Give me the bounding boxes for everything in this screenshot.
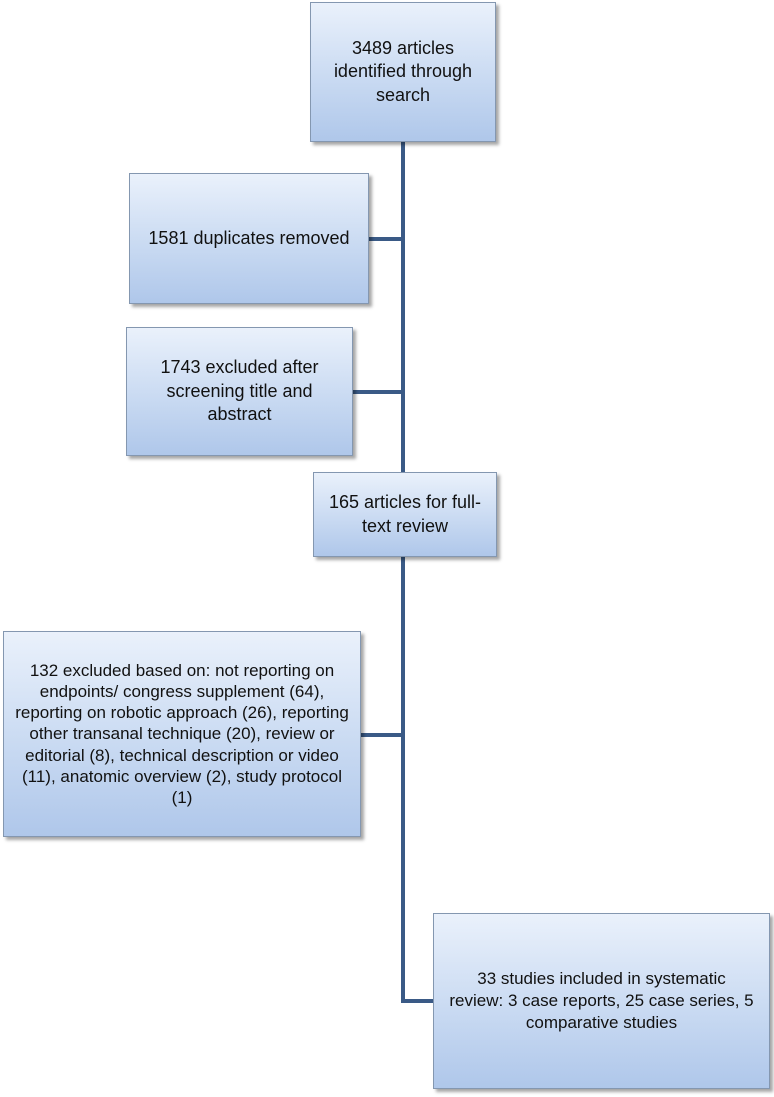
main-vertical-connector-upper (401, 142, 405, 472)
identified-box: 3489 articles identified through search (310, 2, 496, 142)
excluded-full-text-text: 132 excluded based on: not reporting on … (15, 661, 349, 807)
included-studies-box: 33 studies included in systematic review… (433, 913, 770, 1089)
excluded-full-text-box: 132 excluded based on: not reporting on … (3, 631, 361, 837)
full-text-review-text: 165 articles for full-text review (328, 492, 482, 536)
included-branch-connector (401, 999, 433, 1003)
full-text-exclusion-branch-connector (361, 733, 403, 737)
screening-branch-connector (353, 390, 403, 394)
identified-text: 3489 articles identified through search (333, 37, 473, 105)
main-vertical-connector-lower (401, 557, 405, 1003)
full-text-review-box: 165 articles for full-text review (313, 472, 497, 557)
included-studies-text: 33 studies included in systematic review… (449, 968, 754, 1033)
duplicates-branch-connector (369, 237, 403, 241)
excluded-screening-box: 1743 excluded after screening title and … (126, 327, 353, 456)
duplicates-removed-box: 1581 duplicates removed (129, 173, 369, 304)
excluded-screening-text: 1743 excluded after screening title and … (160, 357, 319, 425)
duplicates-removed-text: 1581 duplicates removed (148, 227, 350, 248)
